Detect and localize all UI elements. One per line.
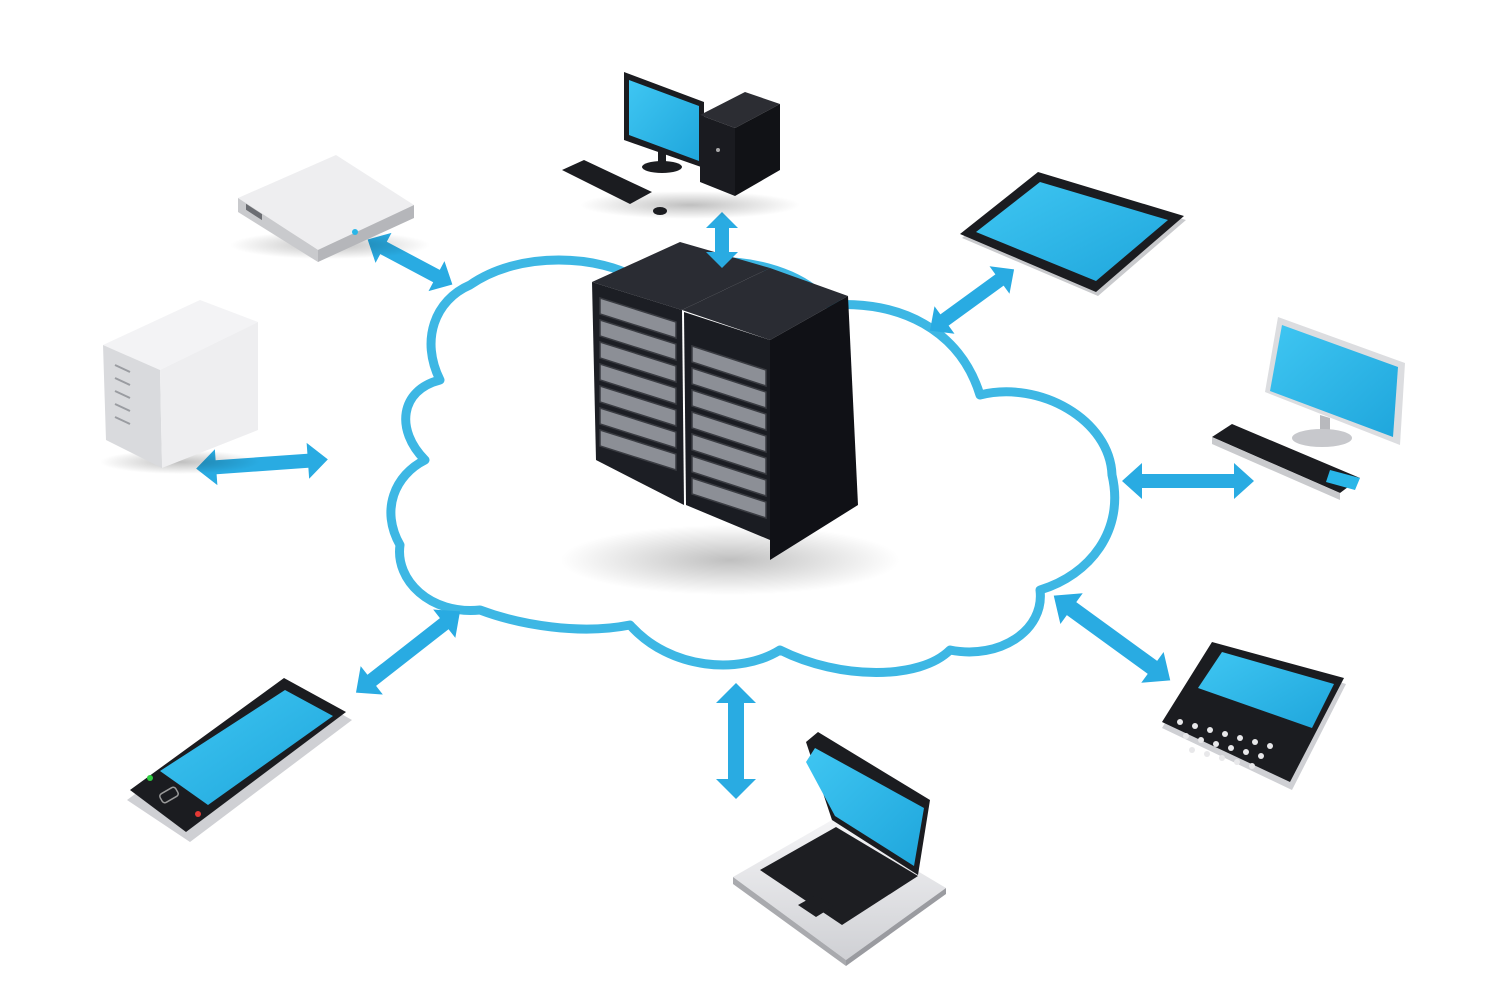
arrow-connection [920, 256, 1024, 345]
network-appliance-icon [230, 155, 430, 262]
arrow-connection [1122, 463, 1254, 499]
smartphone-icon [127, 678, 352, 842]
arrow-connection [716, 683, 756, 799]
qwerty-phone-icon [1162, 642, 1346, 790]
server-rack-icon [560, 242, 900, 595]
arrow-connection [345, 597, 471, 707]
laptop-icon [733, 732, 946, 966]
arrow-connection [1043, 580, 1182, 695]
desktop-pc-icon [562, 72, 800, 219]
tower-server-icon [100, 300, 260, 474]
